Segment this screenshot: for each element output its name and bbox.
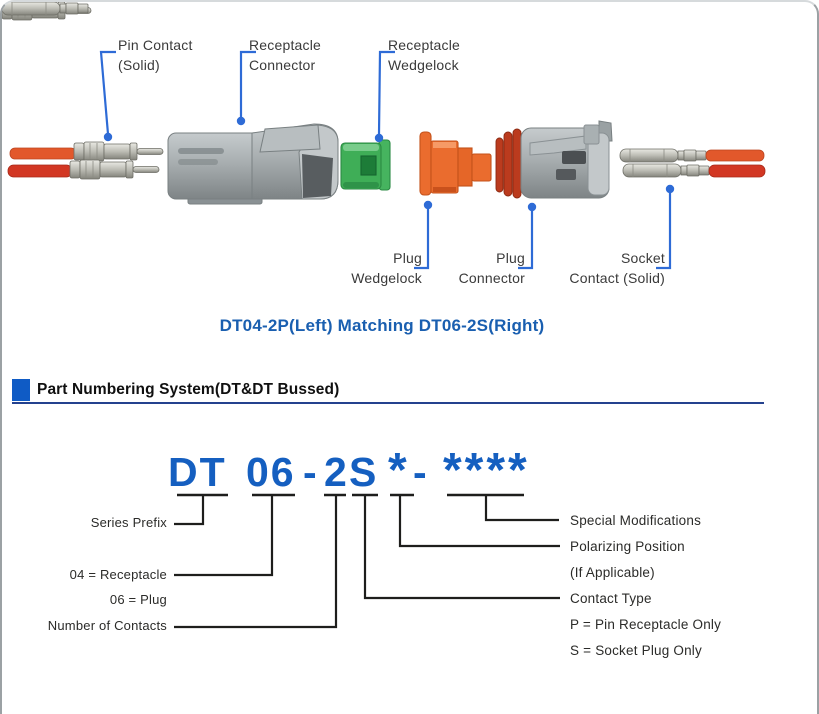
callout-lines [99, 50, 672, 270]
diagram-caption: DT04-2P(Left) Matching DT06-2S(Right) [219, 316, 545, 335]
callout-pin-contact: Pin Contact (Solid) [118, 37, 193, 73]
label-series-prefix: Series Prefix [90, 515, 167, 530]
part-number-series: 06 [246, 449, 296, 495]
part-number-type: S [349, 449, 379, 495]
label-polarizing-position: Polarizing Position [570, 539, 685, 554]
label-contact-type: Contact Type [570, 591, 652, 606]
part-number-dash-2: - [413, 449, 429, 495]
receptacle-wedgelock-art [340, 139, 391, 191]
socket-contacts-art [619, 148, 766, 178]
callout-receptacle-connector: Receptacle Connector [249, 37, 322, 73]
part-number-mods: **** [443, 444, 530, 497]
part-number-polarizing: * [388, 444, 410, 497]
section-heading: Part Numbering System(DT&DT Bussed) [37, 381, 340, 398]
part-number-dash-1: - [303, 449, 319, 495]
part-number-prefix: DT [168, 449, 227, 495]
pin-contacts-art [7, 141, 164, 180]
plug-connector-art [495, 120, 613, 199]
section-rule [12, 402, 764, 404]
label-number-of-contacts: Number of Contacts [47, 618, 167, 633]
callout-dots [103, 116, 675, 212]
callout-socket-contact: Socket Contact (Solid) [569, 250, 665, 286]
callout-plug-connector: Plug Connector [458, 250, 525, 286]
label-polarizing-note: (If Applicable) [570, 565, 655, 580]
label-receptacle-code: 04 = Receptacle [69, 567, 167, 582]
label-socket-note: S = Socket Plug Only [570, 643, 702, 658]
receptacle-connector-art [167, 123, 339, 205]
label-plug-code: 06 = Plug [109, 592, 167, 607]
part-number-contacts: 2 [324, 449, 349, 495]
plug-wedgelock-art [419, 131, 492, 196]
callout-receptacle-wedgelock: Receptacle Wedgelock [388, 37, 461, 73]
section-bullet [12, 379, 30, 401]
label-pin-note: P = Pin Receptacle Only [570, 617, 722, 632]
callout-plug-wedgelock: Plug Wedgelock [351, 250, 422, 286]
label-special-modifications: Special Modifications [570, 513, 702, 528]
